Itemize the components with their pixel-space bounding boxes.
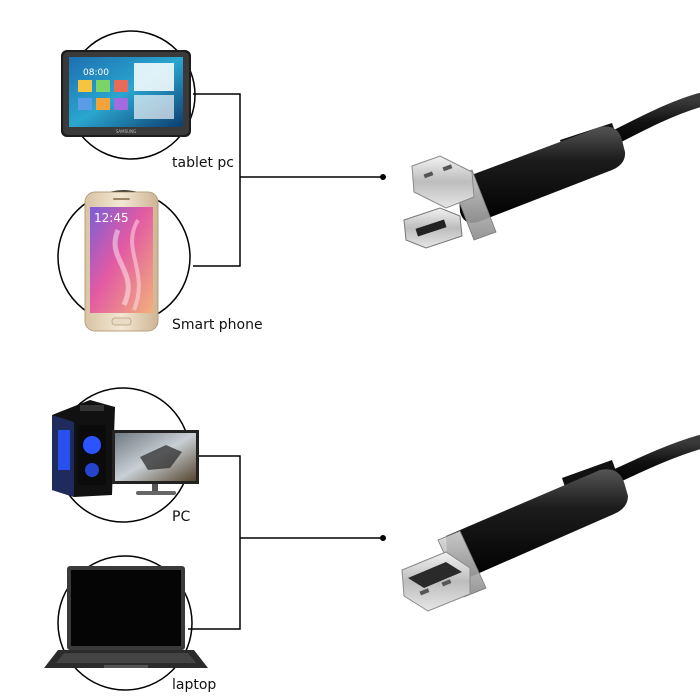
smartphone-icon xyxy=(84,191,159,332)
bottom-endpoint-dot xyxy=(380,535,386,541)
monitor-icon xyxy=(112,430,199,495)
pc-tower-icon xyxy=(52,400,115,497)
top-endpoint-dot xyxy=(380,174,386,180)
laptop-label: laptop xyxy=(172,677,217,693)
usb-a-dongle xyxy=(401,435,700,612)
tablet-pc-label: tablet pc xyxy=(172,155,234,171)
pc-label: PC xyxy=(172,509,191,525)
smart-phone-label: Smart phone xyxy=(172,317,263,333)
tablet-brand-text: SAMSUNG xyxy=(116,129,136,134)
otg-usb-dongle xyxy=(403,93,700,249)
top-connector-lines xyxy=(193,93,382,267)
tablet-icon xyxy=(61,50,191,137)
laptop-icon xyxy=(44,566,208,668)
phone-clock-text: 12:45 xyxy=(94,211,129,225)
bottom-connector-lines xyxy=(188,455,382,630)
tablet-clock-text: 08:00 xyxy=(83,68,109,78)
